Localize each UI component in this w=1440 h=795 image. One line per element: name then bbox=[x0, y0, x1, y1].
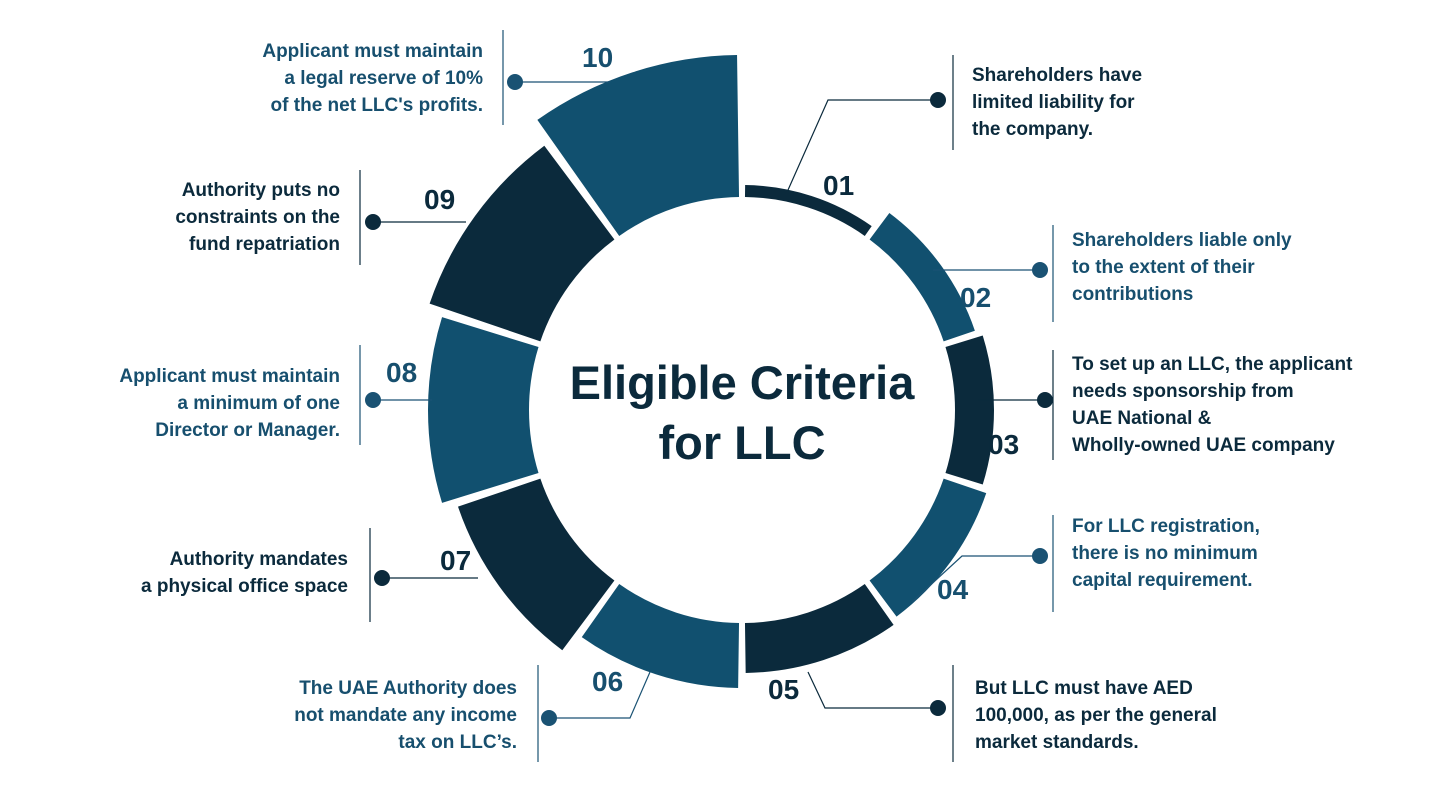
ring-segment-07 bbox=[458, 478, 615, 651]
leader-dot-04 bbox=[1032, 548, 1048, 564]
criterion-line: a minimum of one bbox=[177, 393, 340, 414]
criterion-text-05: But LLC must have AED 100,000, as per the… bbox=[975, 675, 1217, 756]
criterion-line: tax on LLC’s. bbox=[398, 732, 517, 753]
criterion-line: The UAE Authority does bbox=[299, 678, 517, 699]
criterion-number: 10 bbox=[582, 42, 614, 73]
ring-segment-04 bbox=[869, 478, 987, 617]
criterion-line: not mandate any income bbox=[294, 705, 517, 726]
ring-segment-03 bbox=[945, 335, 995, 485]
criterion-line: limited liability for bbox=[972, 92, 1135, 113]
criterion-text-07: Authority mandates a physical office spac… bbox=[141, 546, 348, 600]
criterion-line: UAE National & bbox=[1072, 408, 1212, 429]
leader-line-05 bbox=[807, 671, 938, 709]
ring-segment-01 bbox=[744, 185, 872, 236]
leader-dot-06 bbox=[541, 710, 557, 726]
title-line-2: for LLC bbox=[658, 416, 826, 469]
leader-line-01 bbox=[787, 99, 938, 191]
criterion-line: capital requirement. bbox=[1072, 570, 1253, 591]
ring-segment-02 bbox=[869, 213, 975, 342]
criterion-number: 08 bbox=[386, 357, 418, 388]
leader-dot-10 bbox=[507, 74, 523, 90]
criterion-line: needs sponsorship from bbox=[1072, 381, 1294, 402]
criterion-line: Authority mandates bbox=[169, 549, 348, 570]
criterion-line: constraints on the bbox=[175, 207, 340, 228]
criterion-line: Shareholders liable only bbox=[1072, 230, 1292, 251]
criterion-text-10: Applicant must maintain a legal reserve o… bbox=[262, 38, 483, 119]
criterion-line: Applicant must maintain bbox=[262, 41, 483, 62]
criterion-number: 03 bbox=[988, 429, 1020, 460]
criterion-number: 04 bbox=[937, 574, 969, 605]
criterion-line: 100,000, as per the general bbox=[975, 705, 1217, 726]
criterion-line: To set up an LLC, the applicant bbox=[1072, 354, 1353, 375]
criterion-number: 09 bbox=[424, 184, 456, 215]
criterion-text-09: Authority puts no constraints on the fund … bbox=[175, 177, 340, 258]
leader-dot-03 bbox=[1037, 392, 1053, 408]
ring-segment-05 bbox=[744, 584, 894, 673]
criterion-line: market standards. bbox=[975, 732, 1139, 753]
criterion-line: a legal reserve of 10% bbox=[284, 68, 483, 89]
criterion-line: there is no minimum bbox=[1072, 543, 1258, 564]
leader-dot-09 bbox=[365, 214, 381, 230]
leader-dot-08 bbox=[365, 392, 381, 408]
leader-dot-02 bbox=[1032, 262, 1048, 278]
leader-dot-01 bbox=[930, 92, 946, 108]
criterion-line: But LLC must have AED bbox=[975, 678, 1193, 699]
ring-segment-10 bbox=[537, 55, 740, 236]
criterion-line: of the net LLC's profits. bbox=[270, 95, 483, 116]
criterion-number: 06 bbox=[592, 666, 624, 697]
criterion-line: Applicant must maintain bbox=[119, 366, 340, 387]
criterion-text-04: For LLC registration, there is no minimum… bbox=[1072, 513, 1260, 594]
ring-segment-06 bbox=[581, 584, 740, 688]
leader-dot-05 bbox=[930, 700, 946, 716]
criterion-text-06: The UAE Authority does not mandate any in… bbox=[294, 675, 517, 756]
title-line-1: Eligible Criteria bbox=[569, 356, 915, 409]
criterion-line: to the extent of their bbox=[1072, 257, 1255, 278]
criterion-number: 01 bbox=[823, 170, 855, 201]
criterion-line: Wholly-owned UAE company bbox=[1072, 435, 1335, 456]
criterion-number: 07 bbox=[440, 545, 472, 576]
criterion-line: the company. bbox=[972, 119, 1094, 140]
criterion-line: a physical office space bbox=[141, 576, 348, 597]
leader-line-06 bbox=[549, 671, 651, 719]
criterion-text-01: Shareholders have limited liability for th… bbox=[972, 62, 1142, 143]
criterion-text-03: To set up an LLC, the applicant needs spo… bbox=[1072, 351, 1352, 459]
criterion-line: fund repatriation bbox=[189, 234, 340, 255]
criterion-text-02: Shareholders liable only to the extent of… bbox=[1072, 227, 1292, 308]
leader-line-04 bbox=[911, 555, 1040, 603]
ring-segment-09 bbox=[429, 145, 615, 342]
criterion-line: For LLC registration, bbox=[1072, 516, 1260, 537]
criterion-line: Authority puts no bbox=[181, 180, 340, 201]
leader-dot-07 bbox=[374, 570, 390, 586]
criterion-number: 02 bbox=[960, 282, 992, 313]
criterion-line: contributions bbox=[1072, 284, 1194, 305]
criterion-number: 05 bbox=[768, 674, 800, 705]
ring-segment-08 bbox=[428, 317, 539, 503]
criterion-line: Shareholders have bbox=[972, 65, 1143, 86]
criterion-line: Director or Manager. bbox=[155, 420, 340, 441]
